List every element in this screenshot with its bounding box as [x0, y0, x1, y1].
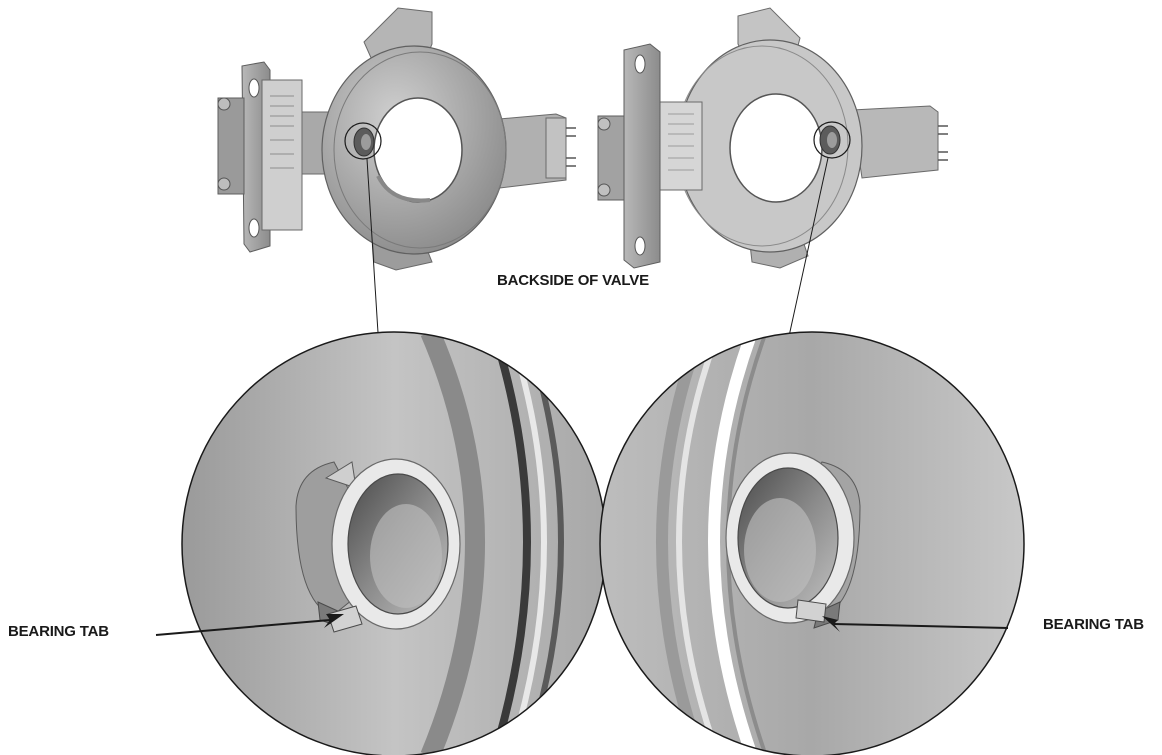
right-bearing-tab-label: BEARING TAB	[1043, 616, 1144, 633]
left-bearing-tab-label: BEARING TAB	[8, 623, 109, 640]
left-bearing-tab-arrow	[155, 614, 344, 636]
right-valve-body	[597, 7, 948, 269]
left-zoom-detail	[181, 331, 607, 755]
left-detail-callout	[344, 122, 382, 160]
right-zoom-detail	[599, 331, 1025, 755]
right-detail-callout	[813, 121, 851, 159]
left-valve-body	[217, 7, 576, 271]
right-bearing-tab-arrow	[822, 616, 1009, 632]
backside-of-valve-label: BACKSIDE OF VALVE	[497, 272, 649, 289]
